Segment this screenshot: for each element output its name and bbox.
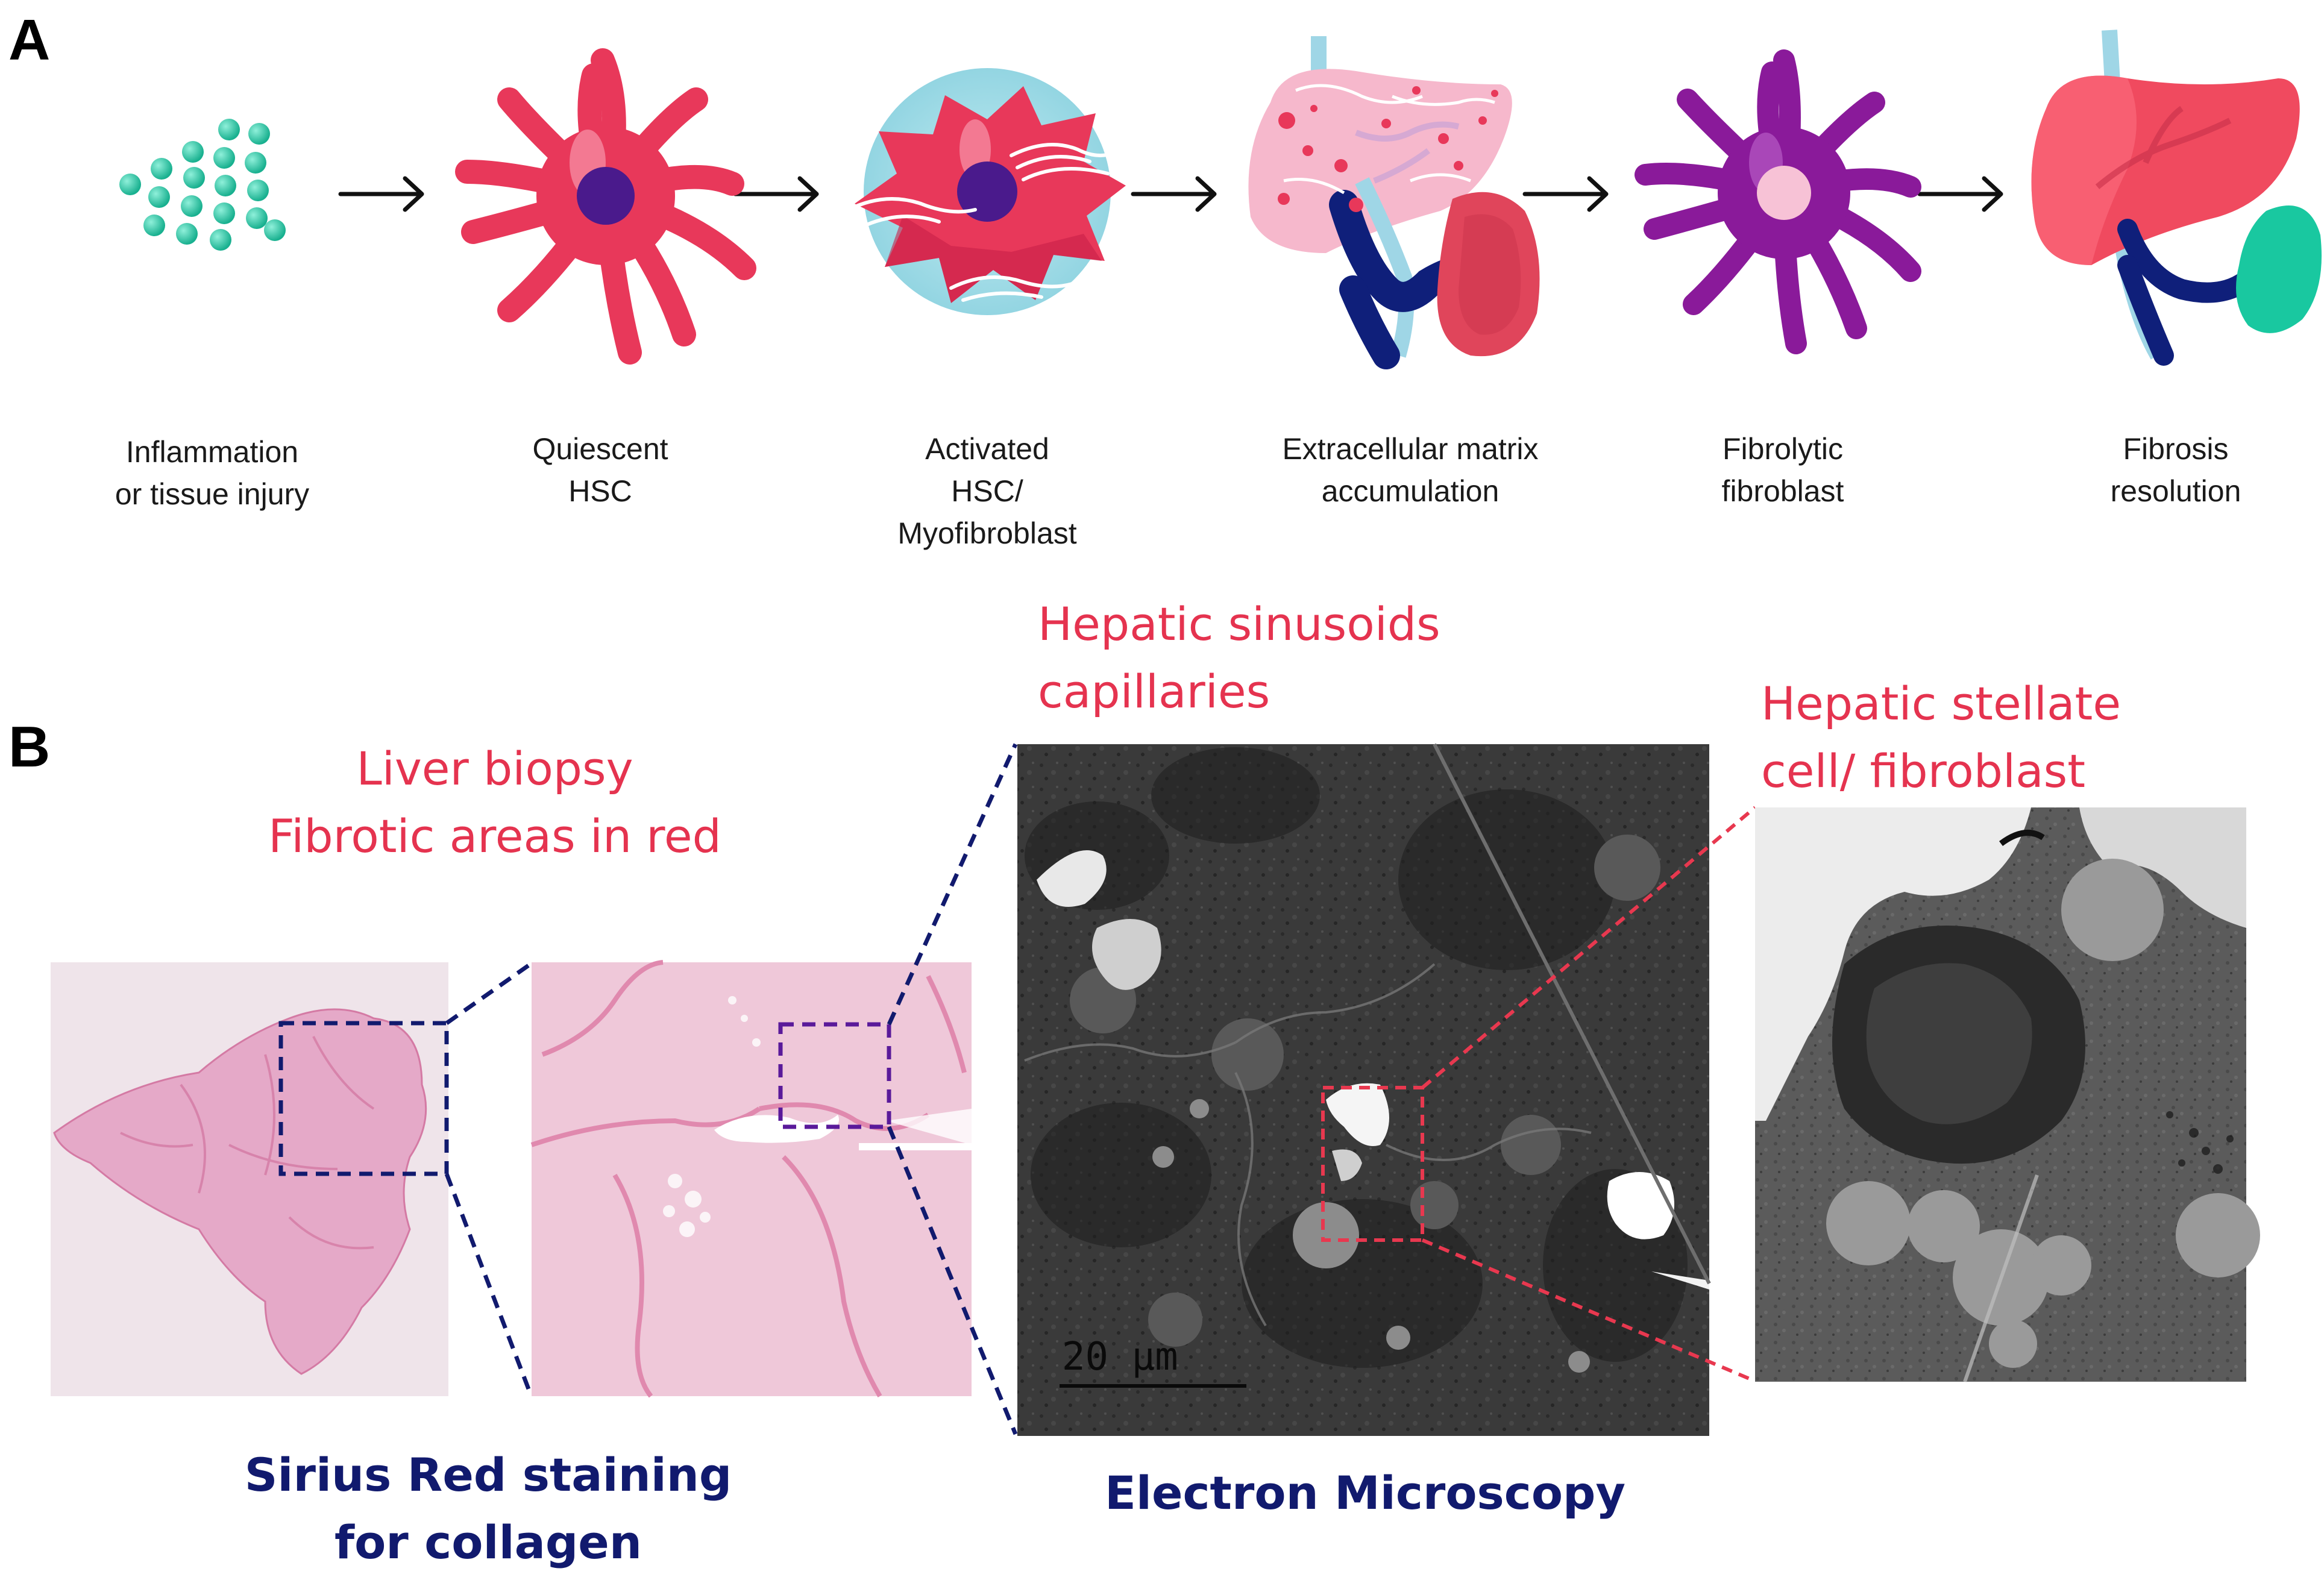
arrow-icon	[338, 176, 2003, 212]
stage-label-resolution: Fibrosis resolution	[2110, 432, 2241, 508]
biopsy-whole-image	[51, 962, 449, 1396]
panel-a-graphics	[119, 30, 2322, 369]
fibrolytic-fibroblast-icon	[1635, 49, 1921, 354]
electron-microscopy-image	[1017, 743, 1711, 1436]
panel-a-letter: A	[8, 8, 51, 72]
stellate-cell-em-image	[1755, 807, 2260, 1382]
connector-zoom-em	[887, 743, 1018, 1435]
stellate-caption: Hepatic stellate cell/ fibroblast	[1761, 677, 2121, 798]
stage-label-activated-hsc: Activated HSC/ Myofibroblast	[897, 432, 1077, 550]
biopsy-zoom-image	[530, 960, 972, 1398]
connector-em-stellate	[1421, 806, 1756, 1383]
connector-biopsy-zoom	[444, 962, 533, 1395]
panel-b-graphics	[51, 743, 2260, 1436]
staining-caption: Sirius Red staining for collagen	[244, 1448, 732, 1569]
em-caption: Electron Microscopy	[1104, 1466, 1626, 1520]
quiescent-hsc-icon	[455, 48, 756, 365]
liver-biopsy-caption: Liver biopsy Fibrotic areas in red	[268, 742, 721, 863]
fibrotic-liver-icon	[1248, 36, 1540, 369]
healthy-liver-icon	[2031, 30, 2322, 366]
scale-bar-label: 20 μm	[1062, 1335, 1178, 1379]
panel-b-letter: B	[8, 715, 51, 779]
activated-hsc-icon	[847, 68, 1126, 315]
stage-label-inflammation: Inflammation or tissue injury	[115, 435, 310, 511]
stage-label-quiescent-hsc: Quiescent HSC	[532, 432, 668, 508]
particle-cluster-icon	[119, 119, 286, 251]
sinusoids-caption: Hepatic sinusoids capillaries	[1038, 597, 1440, 718]
stage-label-ecm: Extracellular matrix accumulation	[1282, 432, 1539, 508]
stage-label-fibrolytic: Fibrolytic fibroblast	[1721, 432, 1844, 508]
